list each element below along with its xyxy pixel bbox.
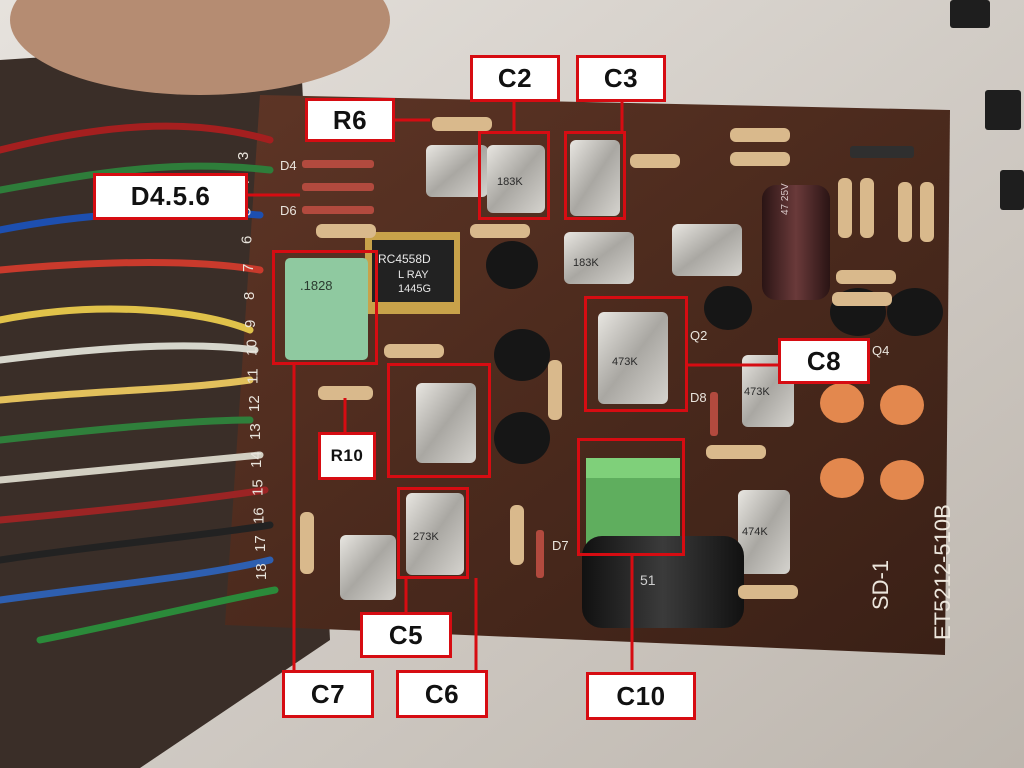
cap-codes: 183K 183K 473K 273K 473K 474K (413, 176, 770, 543)
cap-code-right-upper: 473K (744, 386, 770, 398)
pin-number: 7 (240, 264, 257, 272)
highlight-c2 (478, 131, 550, 220)
green-cap-code: .1828 (300, 278, 333, 293)
ceramic-capacitors (820, 383, 924, 500)
silk-d6: D6 (280, 203, 297, 218)
silk-d7: D7 (552, 538, 569, 553)
ic-chip: RC4558D L RAY 1445G (365, 232, 460, 314)
pin-number: 16 (251, 507, 268, 524)
pin-number: 13 (247, 423, 264, 440)
cap-code-c2: 183K (497, 176, 523, 188)
pin-number: 12 (246, 395, 263, 412)
label-d456: D4.5.6 (93, 173, 248, 220)
leader-lines (248, 100, 778, 670)
elec-big-code: 51 (640, 572, 656, 588)
silk-q2: Q2 (690, 328, 707, 343)
board-model: ET5212-510B (930, 504, 955, 640)
pin-number: 8 (241, 292, 258, 300)
resistors (300, 117, 934, 599)
highlight-r10-area (387, 363, 491, 478)
silk-q4: Q4 (872, 343, 889, 358)
pin-number: 9 (242, 320, 259, 328)
pin-number: 11 (245, 368, 262, 384)
label-c7: C7 (282, 670, 374, 718)
pin-number: 14 (248, 451, 265, 468)
silkscreen: D4 D6 D7 D8 Q2 Q4 (280, 158, 889, 553)
pin-number: 17 (252, 535, 269, 552)
pin-number: 15 (249, 479, 266, 496)
cap-code-right-lower: 474K (742, 526, 768, 538)
label-c6: C6 (396, 670, 488, 718)
highlight-c8 (584, 296, 688, 412)
cap-code-mid-left: 183K (573, 257, 599, 269)
ic-line2: L RAY (398, 269, 429, 281)
pin-number: 10 (243, 339, 260, 356)
label-c8: C8 (778, 338, 870, 384)
cap-code-c6: 273K (413, 531, 439, 543)
board-text: SD-1 ET5212-510B (868, 504, 955, 640)
board-name: SD-1 (868, 560, 893, 610)
ic-line3: 1445G (398, 283, 431, 295)
paper-marks (950, 0, 1024, 210)
film-capacitors (340, 140, 794, 600)
label-c10: C10 (586, 672, 696, 720)
cap-code-c8: 473K (612, 356, 638, 368)
highlight-c3 (564, 131, 626, 220)
highlight-c5-c6 (397, 487, 469, 579)
pin-number: 6 (239, 236, 256, 244)
elec-top-code: 47 25V (780, 183, 791, 215)
silk-d4: D4 (280, 158, 297, 173)
label-c5: C5 (360, 612, 452, 658)
label-r10: R10 (318, 432, 376, 480)
finger (10, 0, 390, 95)
diodes (302, 146, 914, 578)
highlight-c7 (272, 250, 378, 365)
label-r6: R6 (305, 98, 395, 142)
pin-number: 3 (235, 152, 252, 160)
pin-number: 18 (253, 563, 270, 580)
highlight-c10 (577, 438, 685, 556)
transistors (486, 241, 943, 464)
green-capacitors: .1828 (285, 258, 680, 550)
label-c2: C2 (470, 55, 560, 102)
ic-part: RC4558D (378, 252, 431, 266)
electrolytic-capacitors: 47 25V 51 (582, 183, 830, 628)
label-c3: C3 (576, 55, 666, 102)
wire-bundle (0, 122, 279, 644)
silk-d8: D8 (690, 390, 707, 405)
